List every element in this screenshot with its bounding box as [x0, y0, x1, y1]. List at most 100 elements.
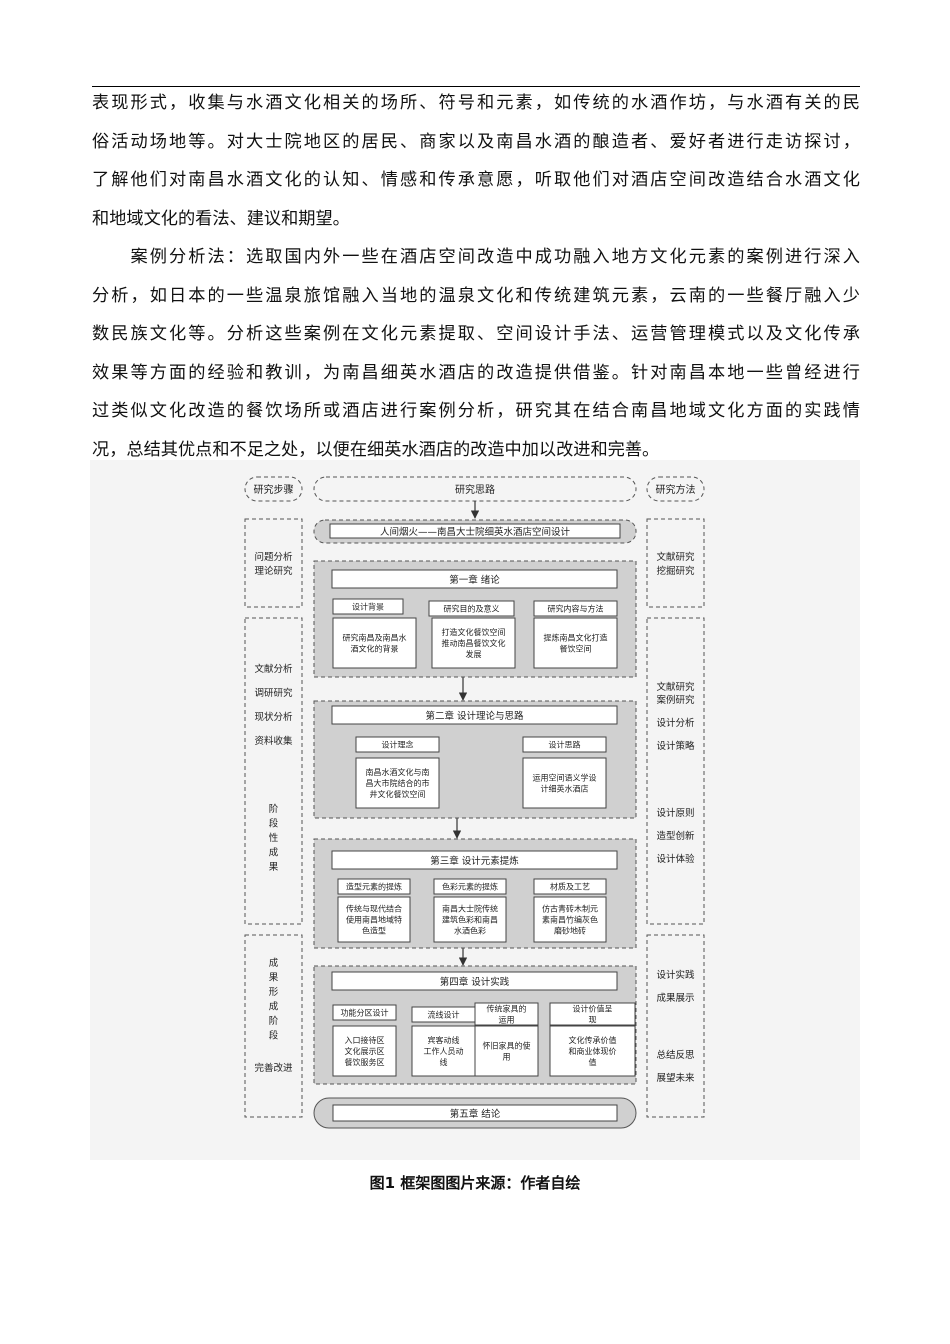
chapter3-item-content: 建筑色彩和南昌 [442, 915, 498, 925]
chapter1-item-content-box [332, 617, 417, 669]
paragraph-line: 况，总结其优点和不足之处，以便在细英水酒店的改造中加以改进和完善。 [92, 439, 660, 460]
chapter4-item-content: 和商业体现价 [569, 1046, 617, 1056]
left-box-3-tail: 完善改进 [254, 1062, 293, 1074]
chapter4-item-content: 文化传承价值 [569, 1035, 617, 1045]
right-box-3 [646, 934, 705, 1118]
left-box-2-vertical-char: 阶 [269, 803, 279, 815]
left-box-2 [244, 617, 303, 925]
chapter3-item-label-box [533, 878, 607, 895]
chapter1-title: 第一章 绪论 [449, 574, 500, 586]
chapter2-item-label: 设计思路 [549, 740, 581, 750]
chapter4-item-content: 工作人员动 [424, 1046, 464, 1056]
left-box-2-vertical-char: 性 [269, 832, 279, 844]
body-paragraph-1: 表现形式，收集与水酒文化相关的场所、符号和元素，如传统的水酒作坊，与水酒有关的民… [92, 84, 860, 238]
chapter3-item-label: 色彩元素的提炼 [442, 882, 498, 892]
chapter3-item-content: 使用南昌地域特 [346, 915, 402, 925]
chapter3-item-label-box [337, 878, 411, 895]
chapter3-item-content-box [533, 896, 607, 943]
chapter4-item-content: 值 [589, 1057, 597, 1067]
chapter4-item-content-box [549, 1025, 636, 1077]
chapter1-item-content-box [533, 617, 618, 669]
chapter3-item-content: 仿古青砖木制元 [542, 904, 598, 914]
framework-figure: 研究步骤 研究思路 研究方法 问题分析 理论研究 文献分析调研研究现状分析资料收… [90, 460, 860, 1160]
title-bar [329, 523, 621, 539]
left-box-3-vertical-char: 成 [269, 1001, 279, 1013]
paragraph-line: 效果等方面的经验和教训，为南昌细英水酒店的改造提供借鉴。针对南昌本地一些曾经进行 [92, 362, 860, 383]
paragraph-line: 案例分析法：选取国内外一些在酒店空间改造中成功融入地方文化元素的案例进行深入 [92, 247, 861, 267]
chapter4-title-box [331, 971, 618, 991]
chapter4-item-content-box [411, 1025, 476, 1077]
header-steps-pill [244, 476, 303, 502]
chapter4-item-label-box [549, 1002, 636, 1026]
header-methods-pill [646, 476, 705, 502]
right-box-3-item: 展望未来 [656, 1072, 695, 1084]
chapter3-item-label: 造型元素的提炼 [346, 882, 402, 892]
chapter1-item-content: 发展 [466, 649, 482, 659]
chapter1-item-label-box [533, 600, 618, 617]
chapter4-item-label: 运用 [499, 1016, 515, 1025]
chapter4-title: 第四章 设计实践 [440, 976, 510, 988]
left-box-2-item: 现状分析 [254, 711, 293, 723]
left-box-2-item: 资料收集 [254, 735, 293, 747]
chapter4-item-label: 流线设计 [428, 1010, 460, 1020]
header-methods-label: 研究方法 [656, 483, 696, 496]
chapter-5-title: 第五章 结论 [450, 1108, 501, 1120]
chapter3-item-content: 磨砂地砖 [554, 926, 586, 936]
paragraph-line: 数民族文化等。分析这些案例在文化元素提取、空间设计手法、运营管理模式以及文化传承 [92, 324, 860, 344]
framework-diagram: 研究步骤 研究思路 研究方法 问题分析 理论研究 文献分析调研研究现状分析资料收… [244, 476, 705, 1129]
left-box-3-vertical-char: 果 [269, 973, 279, 984]
left-box-3-vertical-char: 阶 [269, 1015, 279, 1027]
chapter3-item-label: 材质及工艺 [550, 882, 590, 892]
chapter3-item-content: 色造型 [362, 926, 386, 936]
paragraph-line: 分析，如日本的一些温泉旅馆融入当地的温泉文化和传统建筑元素，云南的一些餐厅融入少 [92, 285, 860, 306]
chapter3-item-content: 传统与现代结合 [346, 904, 402, 914]
right-box-2-item: 设计原则 [656, 807, 694, 819]
left-box-2-vertical-char: 段 [269, 818, 279, 830]
chapter2-item-content: 运用空间语义学设 [533, 773, 597, 783]
header-thinking-label: 研究思路 [455, 483, 495, 496]
left-box-2-vertical-char: 成 [269, 847, 279, 859]
chapter2-item-content: 昌大市院结合的市 [366, 778, 430, 788]
chapter1-item-content-box [431, 617, 516, 669]
chapter3-title-box [331, 850, 618, 870]
chapter4-item-content: 文化展示区 [345, 1046, 385, 1056]
left-box-2-vertical-char: 果 [269, 862, 279, 873]
chapter1-item-content: 打造文化餐饮空间 [442, 627, 506, 637]
chapter4-item-content: 线 [440, 1057, 448, 1067]
chapter1-item-label: 研究目的及意义 [444, 604, 500, 614]
figure-caption: 图1 框架图图片来源：作者自绘 [369, 1174, 581, 1192]
chapter2-item-label-box [355, 736, 440, 753]
left-box-3 [244, 934, 303, 1118]
chapter4-item-label-box [474, 1002, 539, 1026]
left-box-1 [244, 518, 303, 608]
right-box-2-item: 文献研究 [656, 681, 695, 693]
chapter1-item-content: 研究南昌及南昌水 [343, 633, 407, 643]
chapter3-item-content: 素南昌竹编灰色 [542, 915, 598, 925]
chapter3-item-content-box [337, 896, 411, 943]
chapter3-item-content-box [433, 896, 507, 943]
left-box-3-vertical-char: 成 [269, 957, 279, 969]
chapter1-item-label-box [332, 598, 404, 615]
title-bar-text: 人间烟火——南昌大士院细英水酒店空间设计 [380, 526, 571, 538]
chapter4-item-label-box [332, 1004, 397, 1021]
chapter1-item-content: 酒文化的背景 [351, 644, 399, 654]
chapter2-item-label-box [522, 736, 607, 753]
chapter4-item-content: 宾客动线 [428, 1035, 460, 1045]
right-box-2-item: 案例研究 [656, 694, 695, 706]
chapter2-item-content: 南昌水酒文化与南 [366, 767, 430, 777]
right-box-2-item: 设计体验 [656, 853, 695, 865]
chapter1-item-label: 设计背景 [352, 602, 384, 612]
right-box-2-item: 造型创新 [656, 830, 695, 842]
chapter2-item-content: 计细英水酒店 [541, 784, 589, 794]
header-steps-label: 研究步骤 [254, 483, 294, 496]
chapter3-item-content: 水酒色彩 [454, 926, 486, 936]
chapter4-item-content-box [474, 1025, 539, 1077]
header-rule [92, 86, 860, 87]
paragraph-line: 和地域文化的看法、建议和期望。 [92, 208, 350, 229]
right-box-1-line-1: 文献研究 [656, 551, 695, 563]
chapter2-title: 第二章 设计理论与思路 [425, 710, 524, 722]
paragraph-line: 过类似文化改造的餐饮场所或酒店进行案例分析，研究其在结合南昌地域文化方面的实践情 [92, 401, 860, 421]
chapter1-item-label: 研究内容与方法 [548, 604, 604, 614]
right-box-2-item: 设计分析 [656, 717, 695, 729]
chapter4-item-content: 怀旧家具的使 [483, 1041, 531, 1051]
